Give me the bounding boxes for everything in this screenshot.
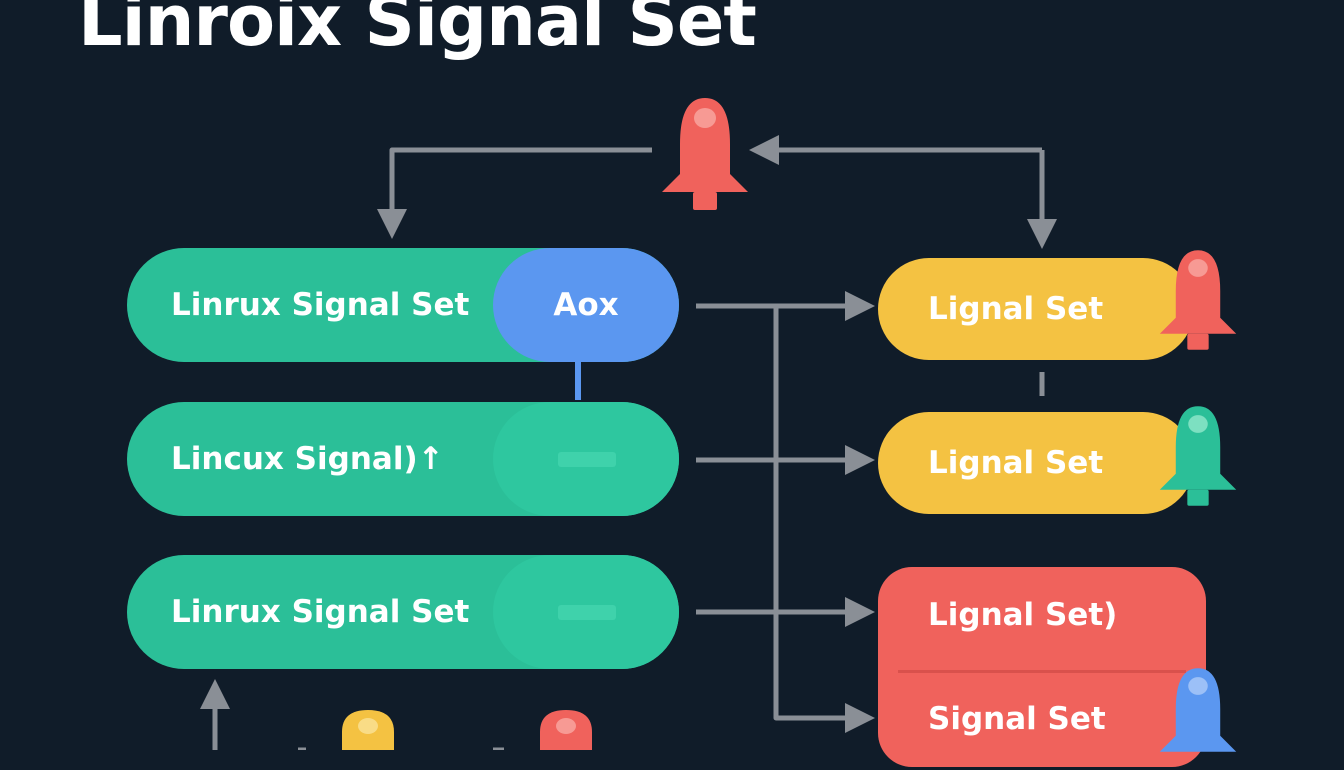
connector-top-left <box>377 147 652 239</box>
node-cap <box>493 402 679 516</box>
bell-icon <box>1159 250 1237 350</box>
bell-icon <box>1159 668 1237 752</box>
node-linrux-signal-set-top[interactable]: Linrux Signal Set Aox <box>127 248 679 362</box>
node-label-bottom: Signal Set <box>928 701 1106 737</box>
node-linrux-signal-set-bottom[interactable]: Linrux Signal Set <box>127 555 679 669</box>
connector-lines <box>200 135 1057 750</box>
node-cap <box>493 555 679 669</box>
bulb-icon <box>540 710 592 750</box>
bulb-icon <box>342 710 394 750</box>
node-label-top: Lignal Set) <box>928 597 1118 633</box>
node-label: Linrux Signal Set <box>171 287 470 323</box>
bell-icon <box>1159 406 1237 506</box>
bell-icon <box>662 98 748 210</box>
node-label: Lincux Signal)↑ <box>171 441 444 477</box>
cap-dash <box>558 452 616 467</box>
page-title: Linroix Signal Set <box>78 0 757 62</box>
node-label: Lignal Set <box>928 291 1104 327</box>
node-label: Linrux Signal Set <box>171 594 470 630</box>
node-cap-label: Aox <box>553 287 619 323</box>
node-lignal-set-mid[interactable]: Lignal Set <box>878 412 1194 514</box>
cap-dash <box>558 605 616 620</box>
node-cap-aox[interactable]: Aox <box>493 248 679 362</box>
node-label: Lignal Set <box>928 445 1104 481</box>
node-lignal-set-top[interactable]: Lignal Set <box>878 258 1194 360</box>
node-signal-set-box[interactable]: Lignal Set) Signal Set <box>878 567 1206 767</box>
node-lincux-signal[interactable]: Lincux Signal)↑ <box>127 402 679 516</box>
box-divider <box>898 670 1186 673</box>
connector-row4 <box>773 306 875 733</box>
